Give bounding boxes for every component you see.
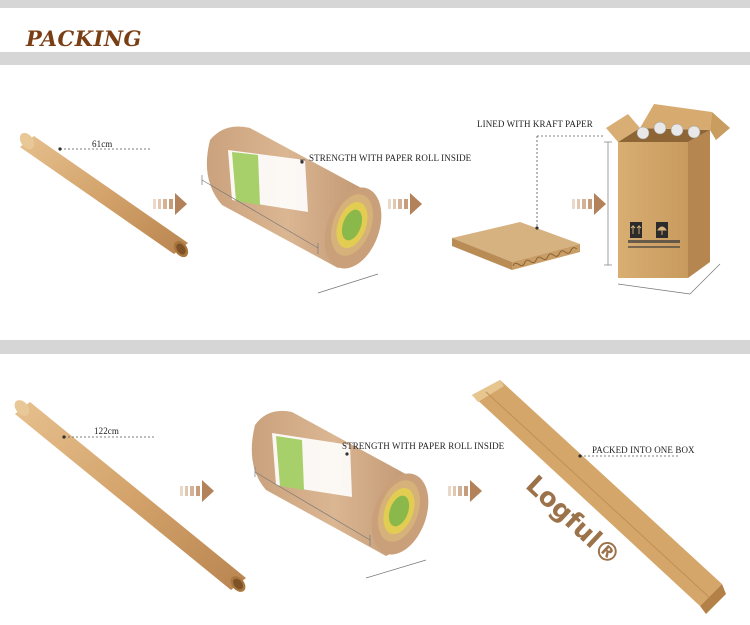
- arrow-right-icon: [180, 480, 214, 502]
- this-side-up-icon: [630, 222, 642, 238]
- roll-strength-label: STRENGTH WITH PAPER ROLL INSIDE: [309, 153, 472, 163]
- packed-box-label: PACKED INTO ONE BOX: [592, 445, 695, 455]
- arrow-right-icon: [448, 480, 482, 502]
- long-tube-length-label: 122cm: [94, 426, 119, 436]
- arrow-right-icon: [153, 193, 187, 215]
- arrow-right-icon: [388, 193, 422, 215]
- roll-strength-label: STRENGTH WITH PAPER ROLL INSIDE: [342, 441, 505, 451]
- kraft-lining-label: LINED WITH KRAFT PAPER: [477, 119, 593, 129]
- corrugated-board: [452, 135, 605, 270]
- section-divider-1: [0, 52, 750, 65]
- arrow-right-icon: [572, 193, 606, 215]
- shipping-box: [472, 380, 726, 614]
- long-tube: [14, 400, 246, 592]
- page-title: PACKING: [26, 26, 142, 51]
- open-carton-box: [604, 104, 730, 295]
- top-band: [0, 0, 750, 8]
- short-tube-length-label: 61cm: [92, 139, 113, 149]
- short-tube: [19, 132, 189, 258]
- wrapped-roll: [251, 410, 429, 579]
- wrapped-roll: [201, 126, 382, 294]
- section-divider-2: [0, 340, 750, 354]
